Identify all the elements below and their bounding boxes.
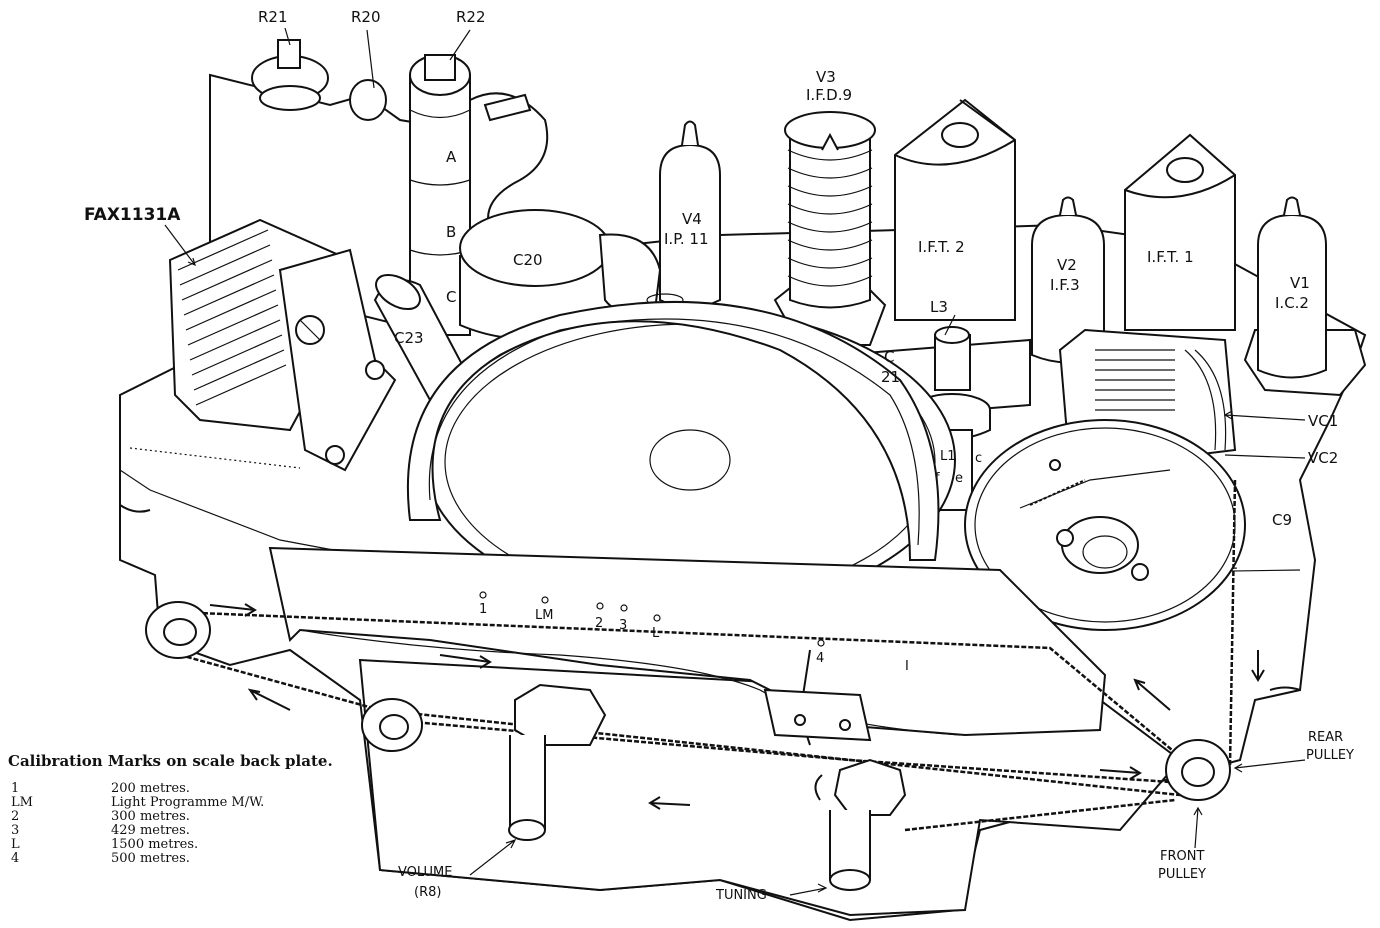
legend-row: 2 300 metres. <box>8 810 264 824</box>
legend-key: 2 <box>11 809 20 824</box>
label-v1-type: I.C.2 <box>1275 294 1309 312</box>
label-rear-pulley-1: REAR <box>1308 730 1343 745</box>
r21-resistor <box>251 39 329 111</box>
legend-key: LM <box>11 795 33 810</box>
legend-row: L 1500 metres. <box>8 838 264 852</box>
v2-valve <box>1031 196 1105 364</box>
legend-desc: 1500 metres. <box>111 837 199 852</box>
legend-row: LM Light Programme M/W. <box>8 796 264 810</box>
label-v2: V2 <box>1057 256 1077 274</box>
c23-capacitor <box>373 273 467 402</box>
label-l1-f: f <box>935 471 940 486</box>
tuning-shaft <box>829 758 907 891</box>
leader-lines <box>164 27 1306 896</box>
label-vc2: VC2 <box>1308 449 1338 467</box>
scale-drum <box>406 300 956 611</box>
calibration-legend: Calibration Marks on scale back plate. 1… <box>8 752 333 866</box>
label-l1-e: e <box>955 471 963 486</box>
legend-key: L <box>11 837 20 852</box>
label-vc1: VC1 <box>1308 412 1338 430</box>
middle-pulley <box>361 698 423 752</box>
label-v3-type: I.F.D.9 <box>806 86 852 104</box>
left-pulley <box>145 601 211 659</box>
label-l1: L1 <box>940 449 956 464</box>
scale-mark-4: 4 <box>816 651 824 666</box>
drive-drum <box>964 419 1246 631</box>
label-v1: V1 <box>1290 274 1310 292</box>
scale-mark-1: 1 <box>479 602 487 617</box>
label-volume-r8: (R8) <box>414 885 441 900</box>
label-front-pulley-2: PULLEY <box>1158 867 1206 882</box>
ift1-can <box>1124 133 1236 331</box>
label-front-pulley-1: FRONT <box>1160 849 1204 864</box>
legend-key: 1 <box>11 781 20 796</box>
v1-valve <box>1243 196 1367 397</box>
legend-desc: Light Programme M/W. <box>111 795 265 810</box>
label-r22: R22 <box>456 8 486 26</box>
legend-desc: 500 metres. <box>111 851 190 866</box>
label-l1-c: c <box>975 451 982 466</box>
scale-mark-3: 3 <box>619 618 627 633</box>
label-c21-a: C <box>884 348 894 366</box>
label-ift1: I.F.T. 1 <box>1147 248 1194 266</box>
legend-key: 3 <box>11 823 20 838</box>
legend-table: 1 200 metres. LM Light Programme M/W. 2 300… <box>8 782 264 866</box>
label-r21: R21 <box>258 8 288 26</box>
pointer-carriage <box>763 649 872 746</box>
label-v2-type: I.F.3 <box>1050 276 1080 294</box>
label-a: A <box>446 148 457 166</box>
label-c: C <box>446 288 456 306</box>
calibration-holes <box>479 591 825 647</box>
label-c23: C23 <box>394 329 424 347</box>
label-rear-pulley-2: PULLEY <box>1306 748 1354 763</box>
label-b: B <box>446 223 456 241</box>
label-fax1131a: FAX1131A <box>84 205 181 225</box>
label-c20: C20 <box>513 251 543 269</box>
rear-front-pulley <box>1165 739 1231 801</box>
scale-mark-lm: LM <box>535 608 553 623</box>
label-volume: VOLUME <box>398 865 452 880</box>
legend-desc: 300 metres. <box>111 809 190 824</box>
output-transformer <box>168 218 397 472</box>
label-r20: R20 <box>351 8 381 26</box>
scale-mark-tick: I <box>905 659 909 674</box>
legend-row: 3 429 metres. <box>8 824 264 838</box>
label-v4-type: I.P. 11 <box>664 230 709 248</box>
volume-shaft <box>508 683 607 841</box>
label-c21-b: 21 <box>881 368 900 386</box>
legend-key: 4 <box>11 851 20 866</box>
label-l3: L3 <box>930 298 948 316</box>
legend-row: 1 200 metres. <box>8 782 264 796</box>
legend-desc: 429 metres. <box>111 823 190 838</box>
scale-mark-l: L <box>652 626 660 641</box>
legend-title: Calibration Marks on scale back plate. <box>8 752 333 770</box>
legend-row: 4 500 metres. <box>8 852 264 866</box>
v4-valve <box>646 120 721 309</box>
label-tuning: TUNING <box>715 888 767 903</box>
v3-valve <box>773 111 887 346</box>
direction-arrows <box>209 603 1265 810</box>
scale-mark-2: 2 <box>595 616 603 631</box>
label-ift2: I.F.T. 2 <box>918 238 965 256</box>
legend-desc: 200 metres. <box>111 781 190 796</box>
label-c9: C9 <box>1272 511 1292 529</box>
r20-resistor <box>349 79 387 121</box>
label-v3: V3 <box>816 68 836 86</box>
ift2-can <box>894 98 1016 321</box>
label-v4: V4 <box>682 210 702 228</box>
chassis-notch-right <box>1269 686 1301 691</box>
chassis-notch-left <box>119 504 151 513</box>
